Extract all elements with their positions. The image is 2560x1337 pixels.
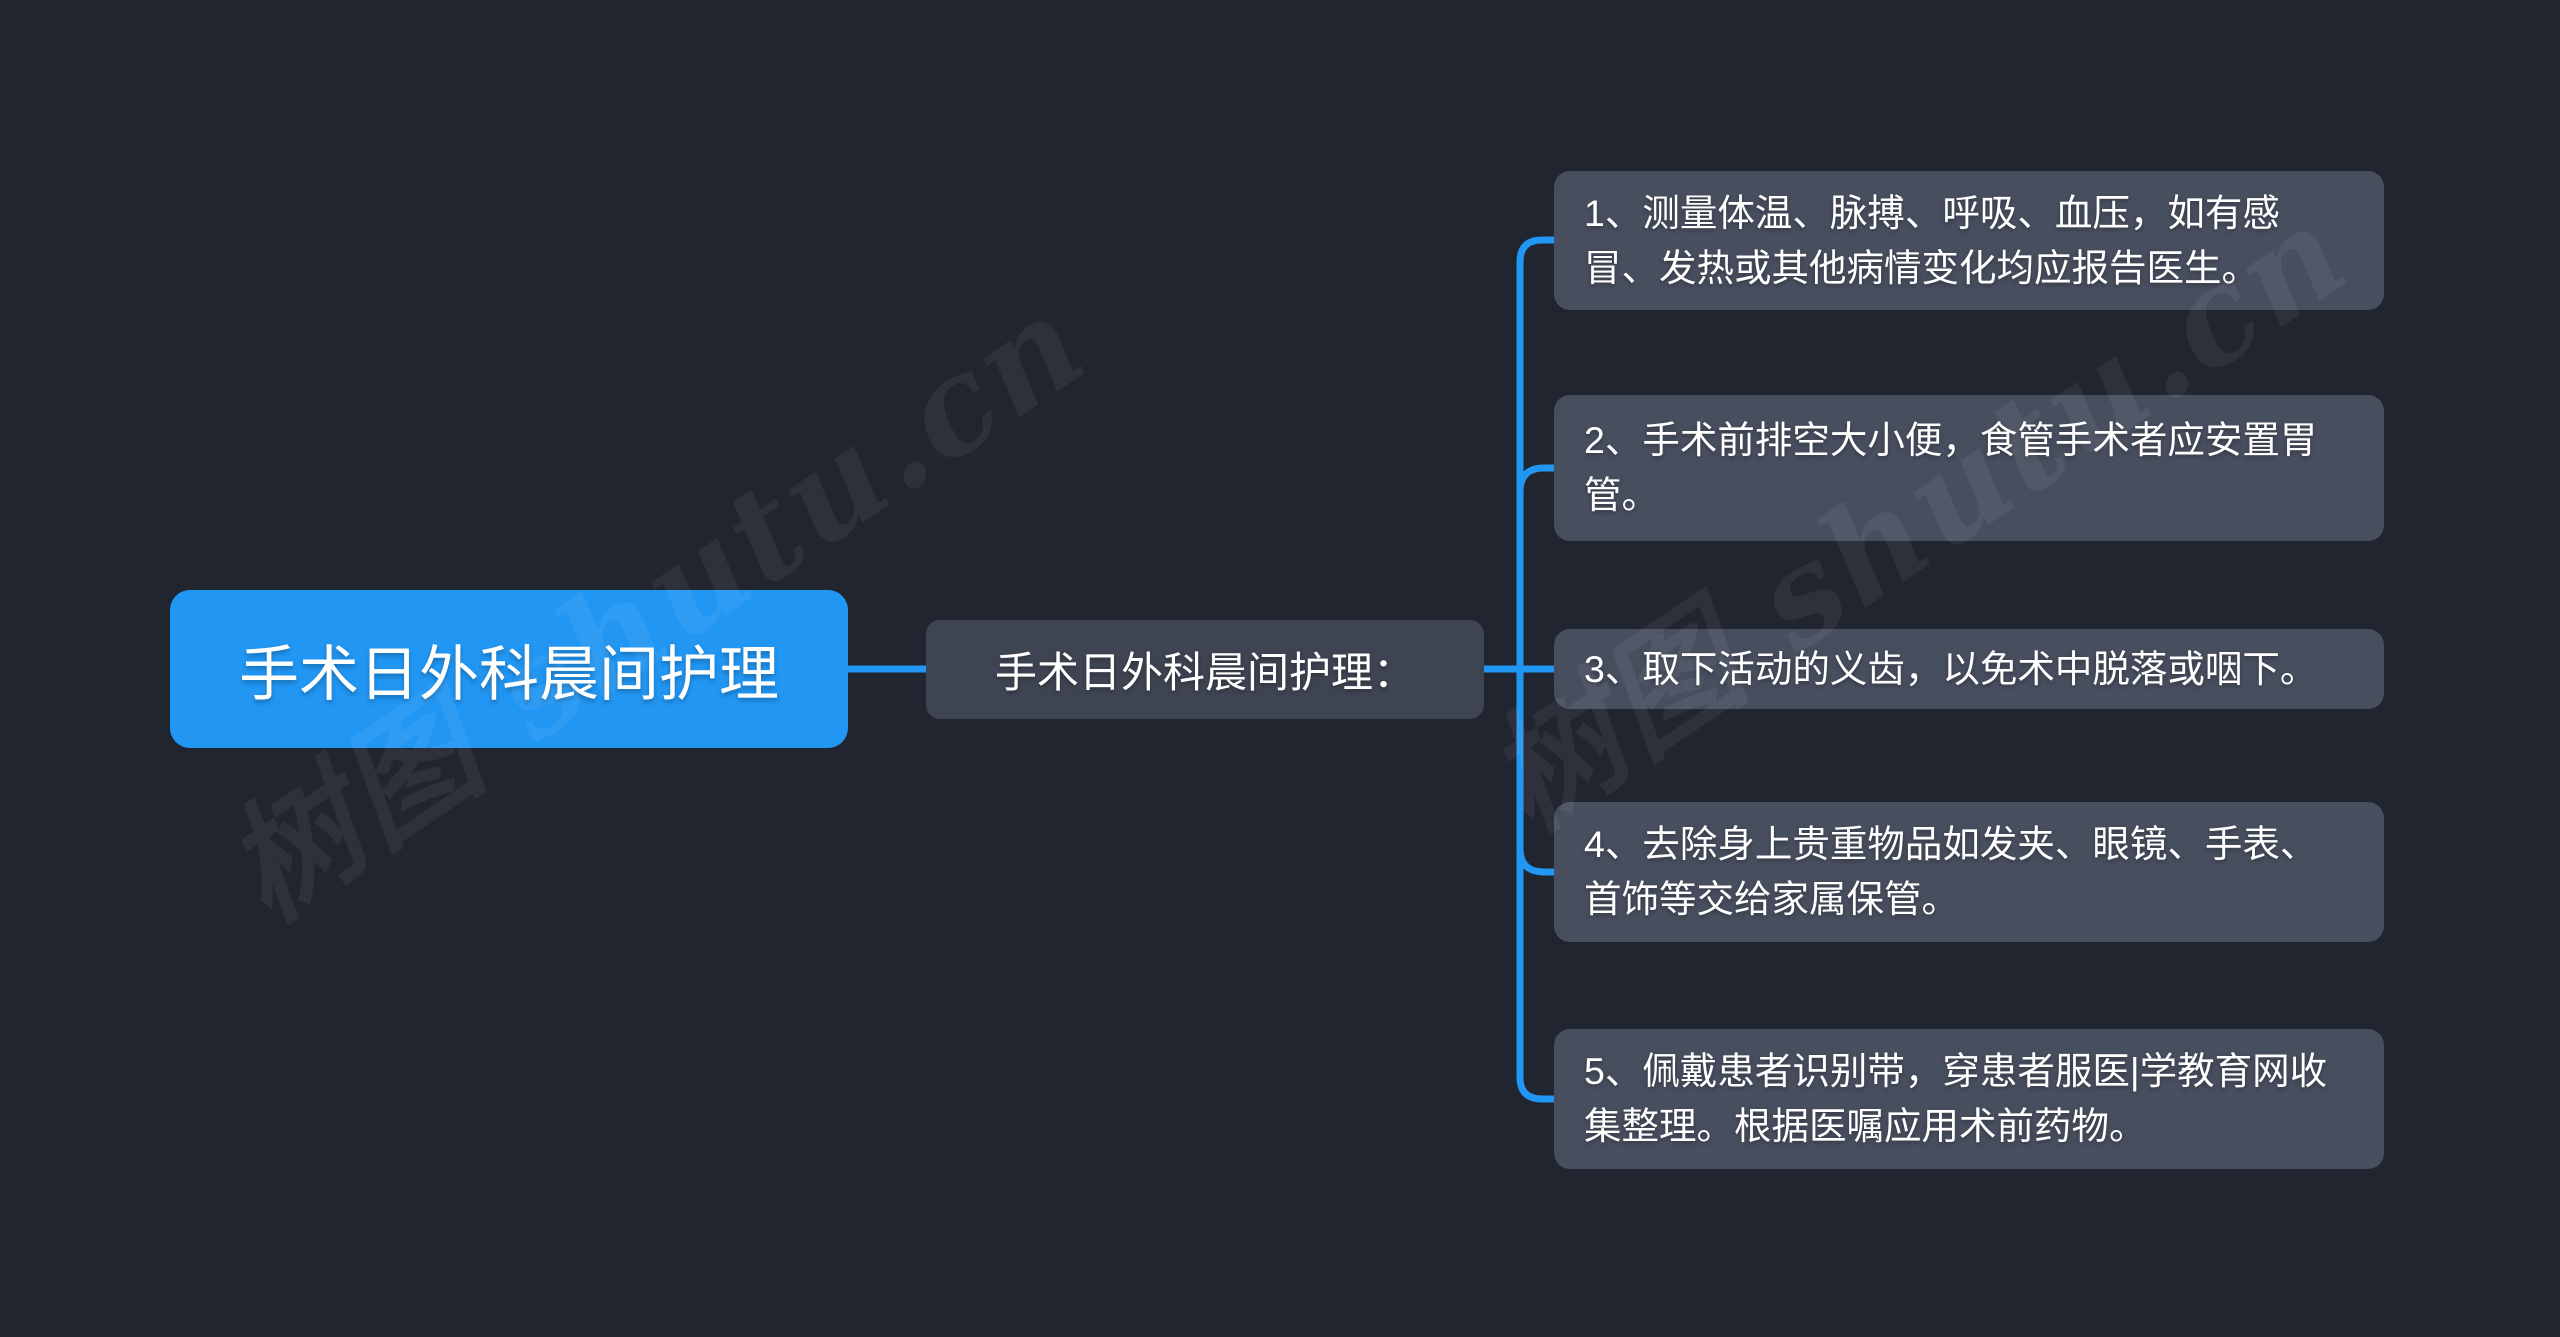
branch-node-4[interactable]: 4、去除身上贵重物品如发夹、眼镜、手表、首饰等交给家属保管。 — [1554, 802, 2384, 942]
root-node-label: 手术日外科晨间护理 — [239, 640, 779, 708]
branch-node-label: 4、去除身上贵重物品如发夹、眼镜、手表、首饰等交给家属保管。 — [1584, 823, 2318, 920]
root-node[interactable]: 手术日外科晨间护理 — [170, 590, 848, 748]
branch-node-label: 3、取下活动的义齿，以免术中脱落或咽下。 — [1584, 647, 2318, 690]
branch-node-1[interactable]: 1、测量体温、脉搏、呼吸、血压，如有感冒、发热或其他病情变化均应报告医生。 — [1554, 171, 2384, 310]
topic-node-label: 手术日外科晨间护理： — [994, 649, 1415, 696]
branch-node-3[interactable]: 3、取下活动的义齿，以免术中脱落或咽下。 — [1554, 629, 2384, 709]
branch-node-label: 5、佩戴患者识别带，穿患者服医|学教育网收集整理。根据医嘱应用术前药物。 — [1584, 1050, 2328, 1147]
branch-node-label: 2、手术前排空大小便，食管手术者应安置胃管。 — [1584, 419, 2318, 516]
branch-node-label: 1、测量体温、脉搏、呼吸、血压，如有感冒、发热或其他病情变化均应报告医生。 — [1584, 191, 2280, 289]
connector-trunk — [1516, 236, 1558, 1103]
branch-node-2[interactable]: 2、手术前排空大小便，食管手术者应安置胃管。 — [1554, 395, 2384, 541]
topic-node[interactable]: 手术日外科晨间护理： — [926, 620, 1484, 719]
connector-branch4-stub — [1516, 844, 1558, 876]
branch-node-5[interactable]: 5、佩戴患者识别带，穿患者服医|学教育网收集整理。根据医嘱应用术前药物。 — [1554, 1029, 2384, 1169]
connector-branch2-stub — [1516, 464, 1558, 496]
connector-group — [844, 236, 1558, 1103]
